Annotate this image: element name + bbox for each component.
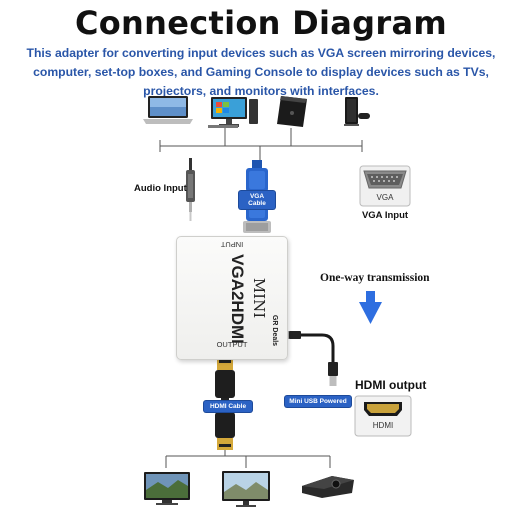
laptop-icon bbox=[143, 96, 193, 124]
mini-usb-tag: Mini USB Powered bbox=[285, 396, 351, 407]
mini-usb-cable bbox=[284, 331, 338, 386]
adapter-input-label: INPUT bbox=[220, 240, 244, 249]
vga-input-label: VGA Input bbox=[361, 210, 409, 221]
vga-cable bbox=[243, 160, 271, 233]
desktop-computer-icon bbox=[208, 97, 258, 128]
hdmi-cable-tag: HDMI Cable bbox=[204, 401, 252, 412]
adapter-output-label: OUTPUT bbox=[216, 340, 248, 349]
vga-port-label: VGA bbox=[376, 193, 394, 202]
page-title: Connection Diagram bbox=[74, 4, 448, 42]
hdmi-output-label: HDMI output bbox=[355, 378, 427, 392]
adapter-mini-label: MINI bbox=[250, 277, 269, 319]
tv-icon bbox=[144, 472, 190, 505]
vga2hdmi-adapter: INPUT VGA2HDMI MINI GR Deals OUTPUT bbox=[176, 236, 288, 360]
bottom-bracket bbox=[165, 450, 331, 468]
set-top-box-icon bbox=[277, 96, 307, 127]
audio-cable bbox=[186, 158, 195, 221]
audio-input-label: Audio Input bbox=[134, 183, 187, 194]
projector-icon bbox=[302, 476, 354, 498]
vga-cable-tag: VGA Cable bbox=[239, 191, 275, 209]
vga-port-icon bbox=[359, 165, 411, 207]
top-bracket bbox=[159, 128, 363, 162]
one-way-arrow-icon bbox=[359, 291, 382, 324]
one-way-transmission-label: One-way transmission bbox=[320, 272, 430, 284]
adapter-model-label: VGA2HDMI bbox=[227, 254, 247, 344]
hdmi-port-icon bbox=[354, 395, 412, 437]
hdmi-port-label: HDMI bbox=[372, 421, 394, 430]
game-console-icon bbox=[344, 97, 370, 126]
page-subtitle: This adapter for converting input device… bbox=[26, 46, 496, 98]
monitor-icon bbox=[222, 471, 270, 507]
